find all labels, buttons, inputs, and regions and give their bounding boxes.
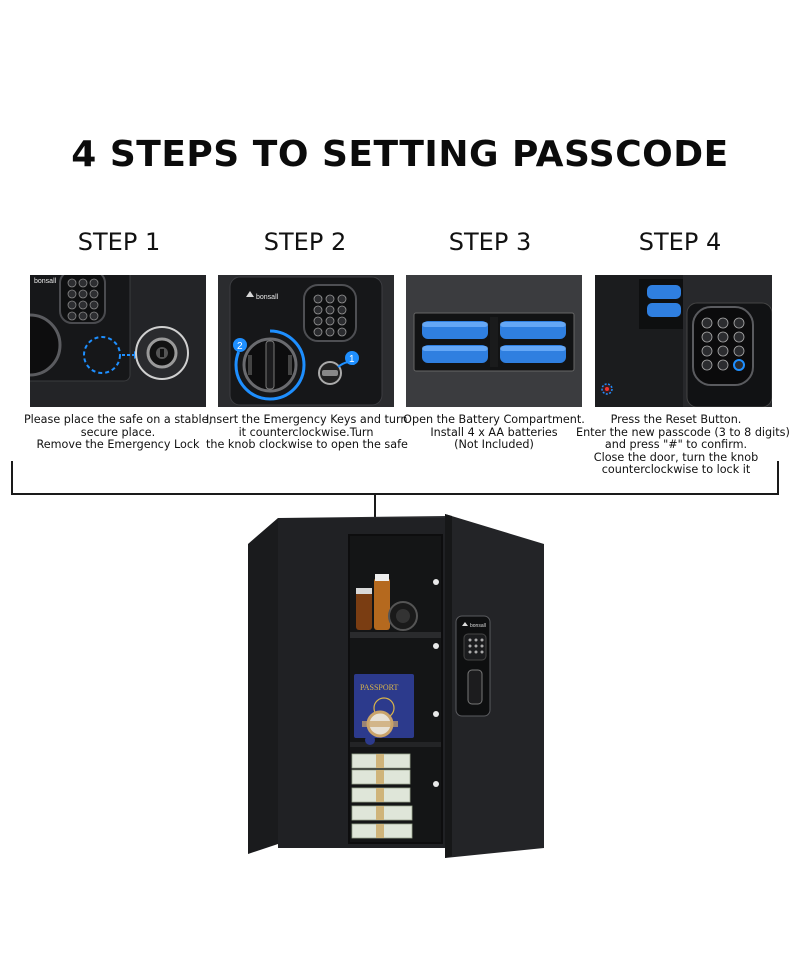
step-3-caption: Open the Battery Compartment. Install 4 …	[403, 413, 585, 452]
step-2-caption: Insert the Emergency Keys and turn it co…	[206, 413, 408, 452]
step-2-image: bonsall 2 1	[218, 275, 394, 407]
bracket-horizontal	[11, 493, 779, 495]
step-4-caption: Press the Reset Button. Enter the new pa…	[576, 413, 790, 477]
step-4-image	[595, 275, 772, 407]
step-2-marker-1: 1	[349, 354, 355, 365]
page-title: 4 STEPS TO SETTING PASSCODE	[71, 134, 729, 175]
step-2-marker-2: 2	[237, 341, 243, 352]
bracket-right	[777, 461, 779, 495]
step-1-title: STEP 1	[77, 228, 161, 256]
safe-brand: bonsall	[470, 623, 486, 629]
step-1-caption: Please place the safe on a stable, secur…	[23, 413, 213, 452]
bracket-left	[11, 461, 13, 495]
step-3-title: STEP 3	[448, 228, 532, 256]
bracket-connector	[374, 493, 376, 517]
step-2-title: STEP 2	[263, 228, 347, 256]
passport-text: PASSPORT	[360, 683, 398, 692]
step-4-title: STEP 4	[638, 228, 722, 256]
safe-illustration: PASSPORT bonsall	[248, 514, 548, 859]
step-2-brand: bonsall	[256, 294, 279, 301]
step-3-image	[406, 275, 582, 407]
step-1-brand: bonsall	[34, 278, 57, 285]
step-1-image: bonsall	[30, 275, 206, 407]
